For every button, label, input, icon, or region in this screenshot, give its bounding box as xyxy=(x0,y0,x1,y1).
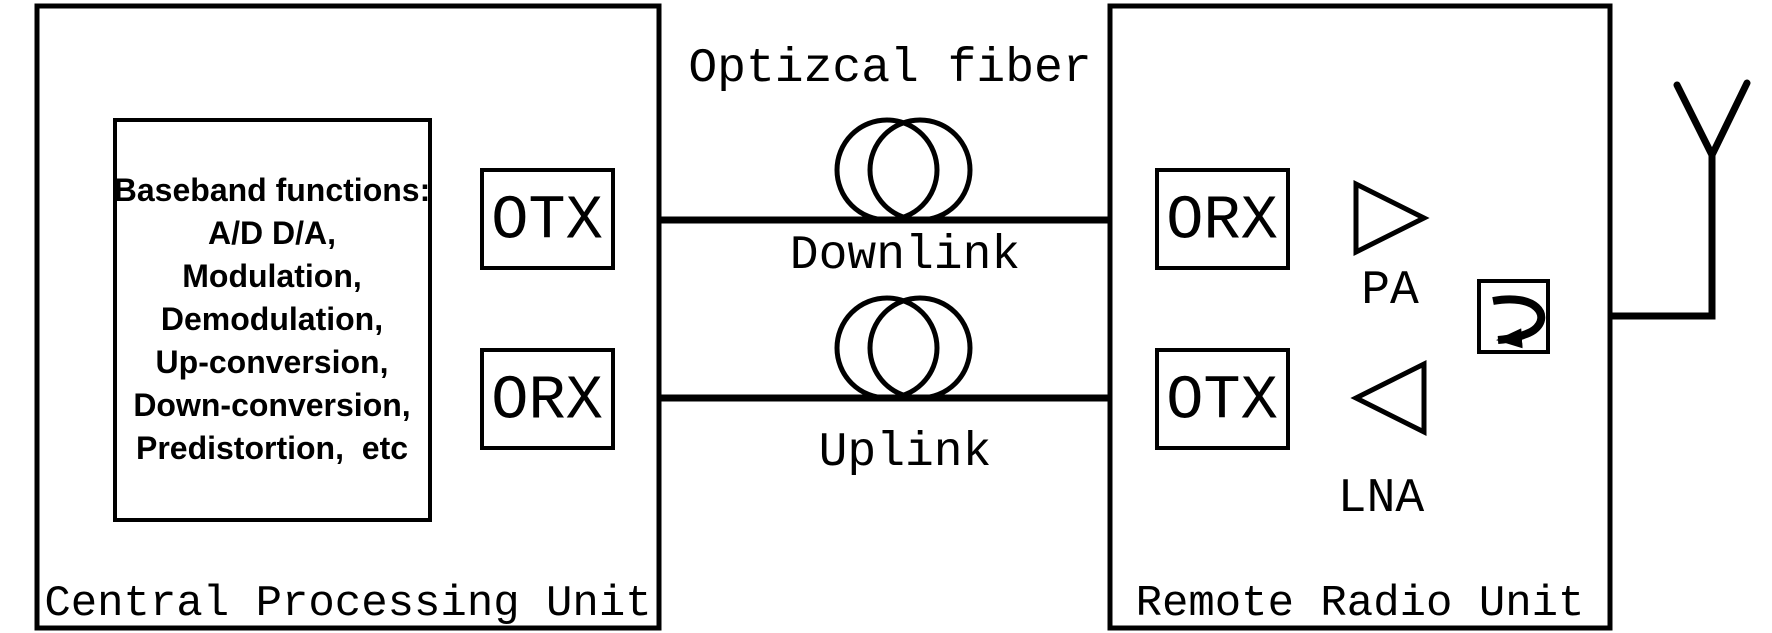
baseband-line: A/D D/A, xyxy=(208,215,336,251)
antenna-left-arm xyxy=(1673,81,1716,159)
cpu-orx-label: ORX xyxy=(491,366,603,437)
baseband-line: Predistortion, etc xyxy=(136,430,408,466)
rru-otx-box xyxy=(1155,348,1290,450)
optical-fiber-label: Optizcal fiber xyxy=(688,42,1091,96)
cpu-otx-label: OTX xyxy=(491,186,603,257)
lna-amplifier-icon xyxy=(1350,359,1427,437)
rru-otx-label: OTX xyxy=(1166,366,1278,437)
cpu-title: Central Processing Unit xyxy=(44,579,651,629)
baseband-line: Up-conversion, xyxy=(156,344,389,380)
baseband-box xyxy=(113,118,432,522)
uplink-label: Uplink xyxy=(819,426,992,480)
baseband-line: Down-conversion, xyxy=(133,387,410,423)
downlink-label: Downlink xyxy=(790,229,1020,283)
pa-amplifier-icon xyxy=(1353,179,1430,257)
cpu-otx-box xyxy=(480,168,615,270)
fiber-coil-icon xyxy=(834,117,973,223)
cpu-orx-box xyxy=(480,348,615,450)
baseband-line: Demodulation, xyxy=(161,301,383,337)
rru-orx-box xyxy=(1155,168,1290,270)
antenna-right-arm xyxy=(1708,79,1751,159)
lna-label: LNA xyxy=(1338,472,1425,526)
baseband-line: Modulation, xyxy=(182,258,362,294)
fiber-coil-icon xyxy=(834,295,973,401)
rru-orx-label: ORX xyxy=(1166,186,1278,257)
rru-title: Remote Radio Unit xyxy=(1136,579,1585,629)
baseband-line: Baseband functions: xyxy=(114,172,430,208)
circulator-box xyxy=(1477,279,1550,354)
pa-label: PA xyxy=(1361,264,1419,318)
circulator-arrow-icon xyxy=(1492,295,1546,349)
